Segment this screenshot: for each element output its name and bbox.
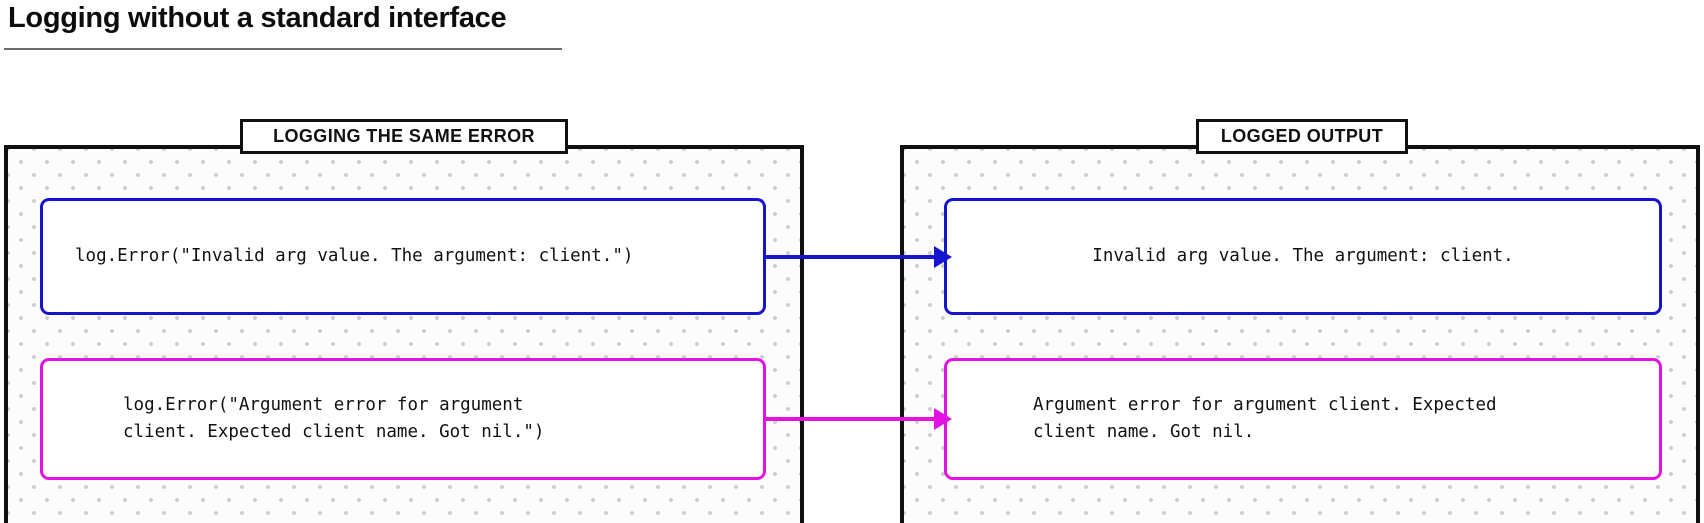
logged-output-blue: Invalid arg value. The argument: client. bbox=[944, 198, 1662, 315]
panel-header-chip-left: LOGGING THE SAME ERROR bbox=[240, 119, 568, 154]
arrow-blue-shaft bbox=[766, 255, 935, 259]
arrow-blue-icon bbox=[766, 246, 952, 268]
arrow-magenta-head bbox=[934, 408, 952, 430]
title-underline-rule bbox=[4, 48, 562, 50]
panel-header-chip-right: LOGGED OUTPUT bbox=[1196, 119, 1408, 154]
code-snippet-blue: log.Error("Invalid arg value. The argume… bbox=[40, 198, 766, 315]
arrow-magenta-shaft bbox=[766, 417, 935, 421]
arrow-magenta-icon bbox=[766, 408, 952, 430]
code-snippet-magenta: log.Error("Argument error for argument c… bbox=[40, 358, 766, 480]
logged-output-magenta: Argument error for argument client. Expe… bbox=[944, 358, 1662, 480]
arrow-blue-head bbox=[934, 246, 952, 268]
page-title: Logging without a standard interface bbox=[8, 2, 507, 34]
